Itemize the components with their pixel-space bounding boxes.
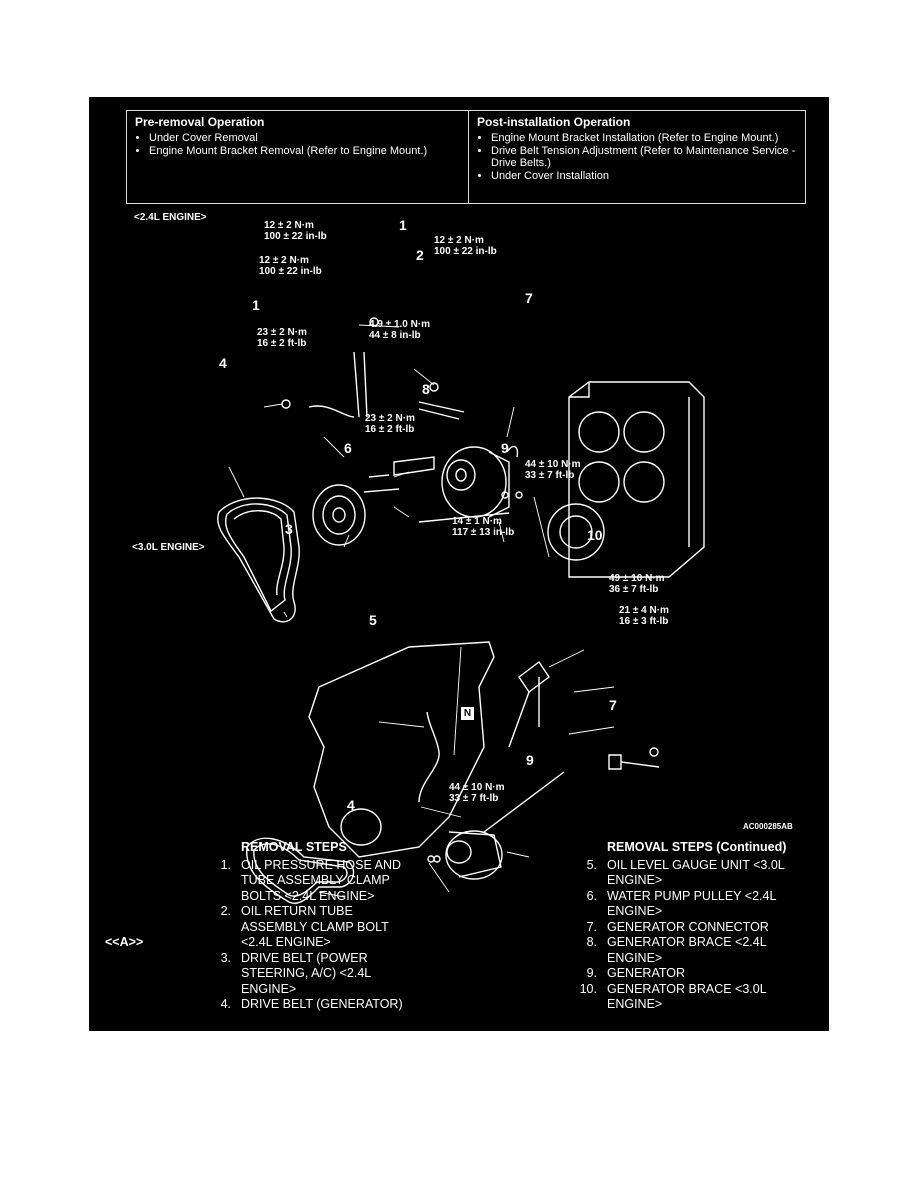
list-item: 4.DRIVE BELT (GENERATOR) bbox=[220, 997, 403, 1011]
oil-level-gauge bbox=[419, 712, 439, 802]
list-item: 6.WATER PUMP PULLEY <2.4L ENGINE> bbox=[586, 888, 776, 919]
drive-belt-30 bbox=[247, 838, 354, 903]
list-item: 10.GENERATOR BRACE <3.0L ENGINE> bbox=[579, 981, 767, 1012]
list-item: 1.OIL PRESSURE HOSE AND TUBE ASSEMBLY CL… bbox=[220, 857, 401, 903]
list-item: 9.GENERATOR bbox=[586, 966, 686, 980]
post-installation-title: Post-installation Operation bbox=[477, 115, 631, 129]
generator-brace-24 bbox=[364, 457, 509, 522]
list-item: 7.GENERATOR CONNECTOR bbox=[586, 919, 769, 934]
list-item: 8.GENERATOR BRACE <2.4L ENGINE> bbox=[586, 935, 767, 965]
removal-steps-right: REMOVAL STEPS (Continued) 5.OIL LEVEL GA… bbox=[567, 840, 787, 1013]
generator-connector-30 bbox=[609, 748, 659, 769]
callout-number: 9 bbox=[526, 752, 534, 768]
post-installation-item: Engine Mount Bracket Installation (Refer… bbox=[491, 132, 799, 144]
post-installation-box: Post-installation Operation Engine Mount… bbox=[468, 110, 806, 204]
section-label-30: <3.0L ENGINE> bbox=[132, 542, 205, 553]
water-pump-pulley bbox=[313, 485, 365, 545]
callout-number: 4 bbox=[219, 355, 227, 371]
callout-number: 5 bbox=[369, 612, 377, 628]
pre-removal-item: Under Cover Removal bbox=[149, 132, 462, 144]
diagram-panel: Pre-removal Operation Under Cover Remova… bbox=[89, 97, 829, 1031]
callout-number: 8 bbox=[422, 381, 430, 397]
list-item: 2.OIL RETURN TUBE ASSEMBLY CLAMP BOLT <2… bbox=[220, 904, 389, 949]
section-label-24: <2.4L ENGINE> bbox=[134, 212, 207, 223]
removal-steps-title-continued: REMOVAL STEPS (Continued) bbox=[607, 840, 787, 854]
note-a-marker: <<A>> bbox=[105, 935, 144, 949]
callout-number: 4 bbox=[347, 797, 355, 813]
generator-connector-24 bbox=[507, 447, 517, 457]
hose-clamp-assembly bbox=[282, 318, 464, 419]
list-item: 3.DRIVE BELT (POWER STEERING, A/C) <2.4L… bbox=[220, 950, 371, 996]
callout-number: 6 bbox=[344, 440, 352, 456]
list-item: 5.OIL LEVEL GAUGE UNIT <3.0L ENGINE> bbox=[586, 857, 785, 888]
generator-24 bbox=[442, 447, 509, 517]
removal-steps-title: REMOVAL STEPS bbox=[241, 840, 347, 854]
removal-steps-left: REMOVAL STEPS 1.OIL PRESSURE HOSE AND TU… bbox=[201, 840, 421, 1013]
callout-number: 10 bbox=[587, 527, 603, 543]
engine-block-30 bbox=[309, 642, 494, 857]
callout-number: 3 bbox=[285, 521, 293, 537]
pre-removal-item: Engine Mount Bracket Removal (Refer to E… bbox=[149, 145, 462, 157]
pre-removal-title: Pre-removal Operation bbox=[135, 115, 265, 129]
drive-belt-24 bbox=[218, 498, 300, 622]
exploded-view-illustration bbox=[89, 207, 829, 947]
callout-number: 7 bbox=[525, 290, 533, 306]
callout-number: 1 bbox=[399, 217, 407, 233]
generator-brace-30 bbox=[509, 662, 549, 747]
n-marker: N bbox=[461, 707, 474, 720]
callout-number: 9 bbox=[501, 440, 509, 456]
pre-removal-box: Pre-removal Operation Under Cover Remova… bbox=[126, 110, 469, 204]
generator-30 bbox=[446, 772, 564, 879]
post-installation-item: Drive Belt Tension Adjustment (Refer to … bbox=[491, 145, 799, 169]
callout-number: 1 bbox=[252, 297, 260, 313]
engine-block-24 bbox=[548, 382, 704, 577]
callout-number: 2 bbox=[416, 247, 424, 263]
callout-number: 7 bbox=[609, 697, 617, 713]
post-installation-item: Under Cover Installation bbox=[491, 170, 799, 182]
figure-code: AC000285AB bbox=[743, 822, 793, 831]
